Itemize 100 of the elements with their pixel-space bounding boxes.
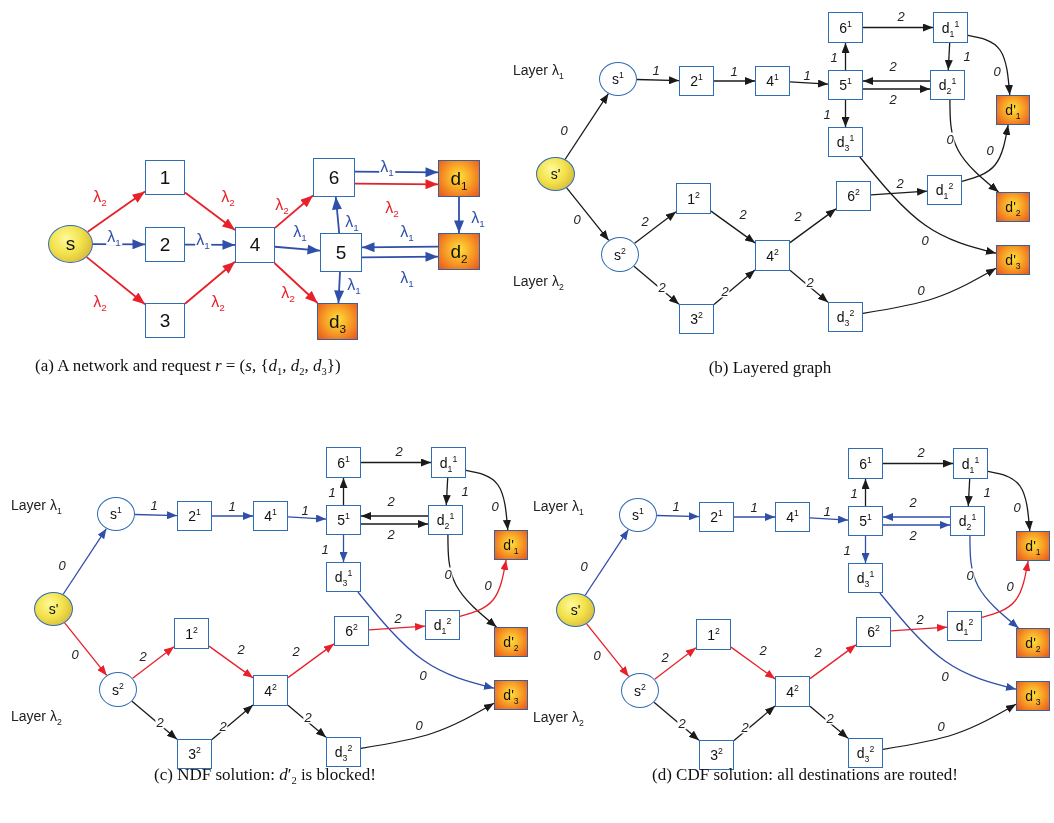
layer-label: Layer λ$_{2}$ (533, 709, 584, 725)
edge-label: 2 (677, 716, 687, 730)
arrow (809, 644, 857, 680)
node-label: 4 (249, 234, 261, 256)
node-label: d'$_{3}$ (1005, 252, 1021, 268)
edge-label: 0 (559, 123, 569, 137)
destination-node (996, 245, 1030, 275)
arrow (368, 622, 426, 631)
arrow (654, 647, 697, 680)
arrow (981, 560, 1031, 618)
node-box (933, 12, 968, 43)
node-box (177, 501, 212, 531)
node-label: d'$_{3}$ (1025, 688, 1041, 704)
edge-label: λ$_{1}$ (470, 210, 486, 226)
arrow (870, 187, 928, 196)
node-label: 4$^{2}$ (766, 247, 779, 264)
node-box (174, 618, 209, 649)
arrow (184, 191, 236, 231)
edge-label: 2 (813, 645, 823, 659)
arrow (713, 269, 756, 306)
edge-label: 1 (460, 484, 470, 498)
node-label: 6$^{2}$ (345, 623, 358, 639)
node-box (235, 227, 275, 263)
arrow (809, 515, 849, 524)
destination-node (494, 680, 528, 710)
edge-label: 1 (842, 543, 852, 557)
node-label: d$_{2}$ (450, 240, 468, 263)
node-label: 6$^{2}$ (847, 188, 860, 204)
edge-label: 2 (740, 720, 750, 734)
node-label: d'$_{1}$ (1005, 102, 1021, 118)
arrow (339, 477, 348, 506)
node-label: s$^{1}$ (632, 507, 644, 523)
node-label: d'$_{2}$ (1005, 199, 1021, 215)
edge-label: 2 (720, 284, 730, 298)
arrow (890, 623, 948, 632)
node-box (848, 563, 883, 593)
edge-label: 1 (327, 485, 337, 499)
arrow (566, 187, 610, 242)
node-ellipse (619, 498, 657, 532)
arrow (733, 513, 776, 521)
arrow (62, 528, 107, 595)
node-label: d'$_{2}$ (1025, 635, 1041, 651)
node-box (856, 617, 891, 647)
edge-label: 2 (218, 719, 228, 733)
edge-label: 0 (936, 719, 946, 733)
edge-label: 0 (70, 647, 80, 661)
source-node (48, 225, 93, 263)
node-label: s$^{2}$ (614, 246, 626, 263)
arrow (961, 124, 1011, 182)
arrow (339, 534, 348, 563)
node-box (699, 740, 734, 770)
node-box (679, 66, 714, 96)
node-ellipse (97, 497, 135, 531)
destination-node (1016, 681, 1050, 711)
node-box (699, 502, 734, 532)
edge-label: 2 (896, 9, 906, 23)
node-label: s' (48, 601, 59, 617)
node-box (930, 70, 965, 100)
edge-label: λ$_{1}$ (106, 229, 122, 245)
node-box (696, 619, 731, 650)
edge-label: λ$_{1}$ (399, 270, 415, 286)
subfigure-caption: (b) Layered graph (707, 357, 833, 379)
node-box (145, 227, 185, 262)
node-ellipse (621, 673, 659, 708)
arrow (357, 591, 495, 690)
edge-label: 2 (640, 214, 650, 228)
node-box (828, 12, 863, 43)
node-box (326, 505, 361, 535)
destination-node (1016, 628, 1050, 658)
arrow (656, 512, 700, 521)
arrow (964, 478, 973, 507)
node-label: d'$_{3}$ (503, 687, 519, 703)
edge-label: 2 (888, 59, 898, 73)
node-box (828, 127, 863, 157)
edge-label: 1 (962, 49, 972, 63)
edge-label: λ$_{1}$ (399, 224, 415, 240)
edge-label: 2 (393, 611, 403, 625)
source-node (556, 593, 595, 627)
node-box (848, 738, 883, 768)
edge-label: 1 (822, 504, 832, 518)
edge-label: 0 (985, 143, 995, 157)
node-box (313, 158, 355, 197)
arrow (584, 529, 629, 596)
arrow (733, 705, 776, 742)
source-node (34, 592, 73, 626)
edge-label: 0 (992, 64, 1002, 78)
arrow (287, 514, 327, 523)
arrow (969, 535, 1020, 629)
arrow (987, 470, 1033, 532)
arrow (85, 256, 146, 306)
node-label: 2$^{1}$ (188, 508, 201, 524)
arrow (862, 267, 997, 314)
edge-label: 2 (155, 715, 165, 729)
arrow (332, 196, 342, 234)
arrow (789, 269, 829, 303)
node-label: 4$^{1}$ (264, 508, 277, 524)
edge-label: 1 (729, 64, 739, 78)
node-label: 4$^{2}$ (786, 683, 799, 700)
edge-label: 1 (749, 500, 759, 514)
node-ellipse (99, 672, 137, 707)
